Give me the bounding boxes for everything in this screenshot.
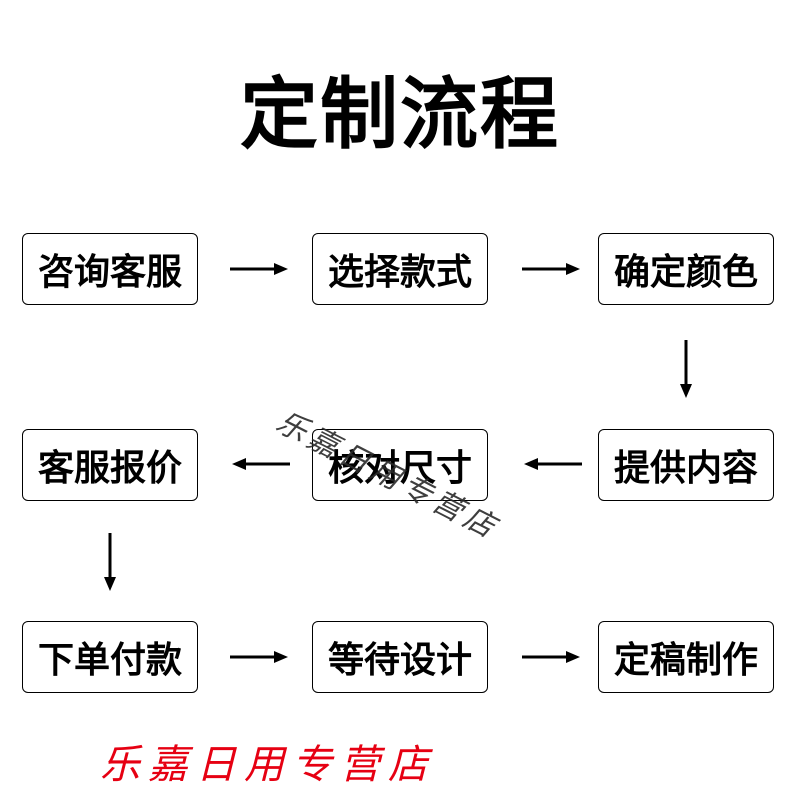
step-wait-design: 等待设计 [312, 621, 488, 693]
arrow-left-1 [524, 458, 582, 470]
step-service-quote: 客服报价 [22, 429, 198, 501]
arrow-left-2 [232, 458, 290, 470]
arrow-down-2 [104, 533, 116, 591]
page-title: 定制流程 [239, 69, 560, 160]
step-consult-service: 咨询客服 [22, 233, 198, 305]
arrow-right-2 [522, 263, 580, 275]
step-confirm-color: 确定颜色 [598, 233, 774, 305]
arrow-right-3 [230, 651, 288, 663]
step-choose-style: 选择款式 [312, 233, 488, 305]
arrow-right-1 [230, 263, 288, 275]
arrow-right-4 [522, 651, 580, 663]
step-order-pay: 下单付款 [22, 621, 198, 693]
step-provide-content: 提供内容 [598, 429, 774, 501]
step-check-size: 核对尺寸 [312, 429, 488, 501]
step-finalize-produce: 定稿制作 [598, 621, 774, 693]
store-name-footer: 乐嘉日用专营店 [100, 742, 436, 788]
arrow-down-1 [680, 340, 692, 398]
